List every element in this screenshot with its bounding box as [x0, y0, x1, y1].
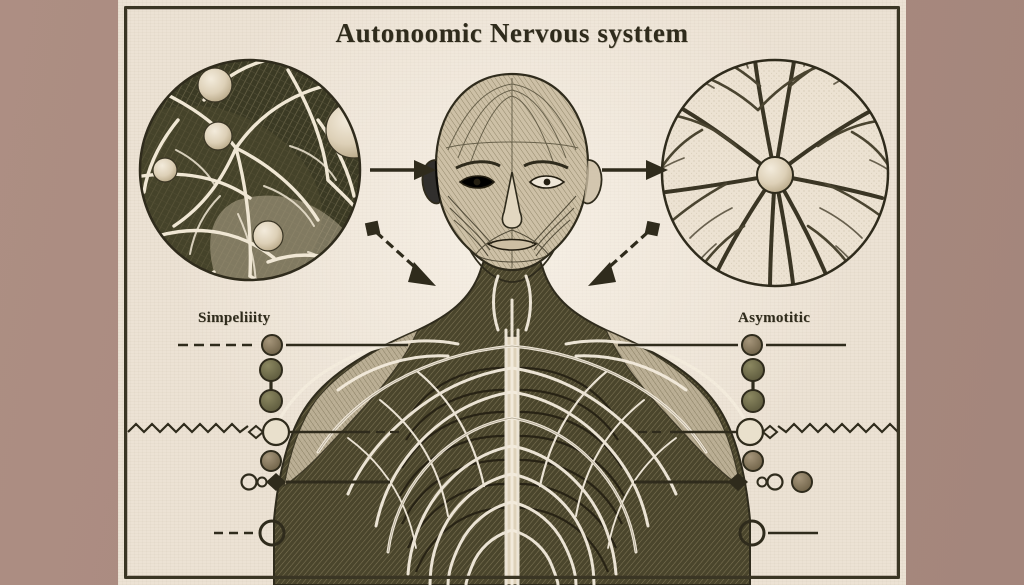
anatomical-artwork	[127, 58, 899, 585]
right-row-single-node	[742, 450, 764, 472]
inset-soma-1	[203, 121, 233, 151]
central-soma	[756, 156, 794, 194]
right-row-open-ring	[738, 519, 818, 547]
left-row-zigzag-node	[127, 417, 402, 447]
left-row-node-line	[178, 334, 408, 356]
left-inset	[138, 58, 362, 282]
left-row-single-node	[260, 450, 282, 472]
panel-border	[124, 6, 900, 579]
human-figure	[272, 72, 752, 585]
left-pupil	[473, 178, 481, 186]
arrow-left-branch	[364, 220, 436, 286]
schematic-label-right: Asymotitic	[738, 310, 811, 326]
right-ear	[583, 159, 603, 205]
mouth	[486, 238, 538, 251]
left-row-diamond-node	[240, 473, 390, 491]
nerve-outlines	[317, 345, 707, 553]
right-brow	[523, 160, 569, 170]
page-title: Autonoomic Nervous systtem	[335, 18, 689, 48]
left-row-open-ring	[214, 519, 286, 547]
schematic-label-left: Simpeliiity	[198, 310, 271, 326]
right-row-dual-node	[741, 358, 765, 413]
inset-soma-4	[152, 157, 178, 183]
schematic-left	[127, 334, 408, 547]
right-row-node-line	[618, 334, 846, 356]
left-row-dual-node	[259, 358, 283, 413]
arrow-left-to-head	[370, 160, 436, 180]
right-row-diamond-node	[634, 471, 813, 493]
right-pupil	[543, 178, 551, 186]
arrows	[364, 160, 668, 286]
right-row-zigzag-node	[638, 417, 899, 447]
facial-muscles	[447, 195, 577, 263]
illustration-panel: Autonoomic Nervous systtem Simpeliiity A…	[118, 0, 906, 585]
nose	[501, 171, 523, 229]
jawline	[469, 249, 555, 283]
schematic-right	[618, 334, 899, 547]
arrow-right-branch	[588, 220, 661, 286]
left-brow	[455, 160, 501, 170]
head	[421, 72, 603, 283]
inset-soma-3	[197, 67, 233, 103]
inset-soma-5	[252, 220, 284, 252]
arrow-head-to-right	[602, 160, 668, 180]
